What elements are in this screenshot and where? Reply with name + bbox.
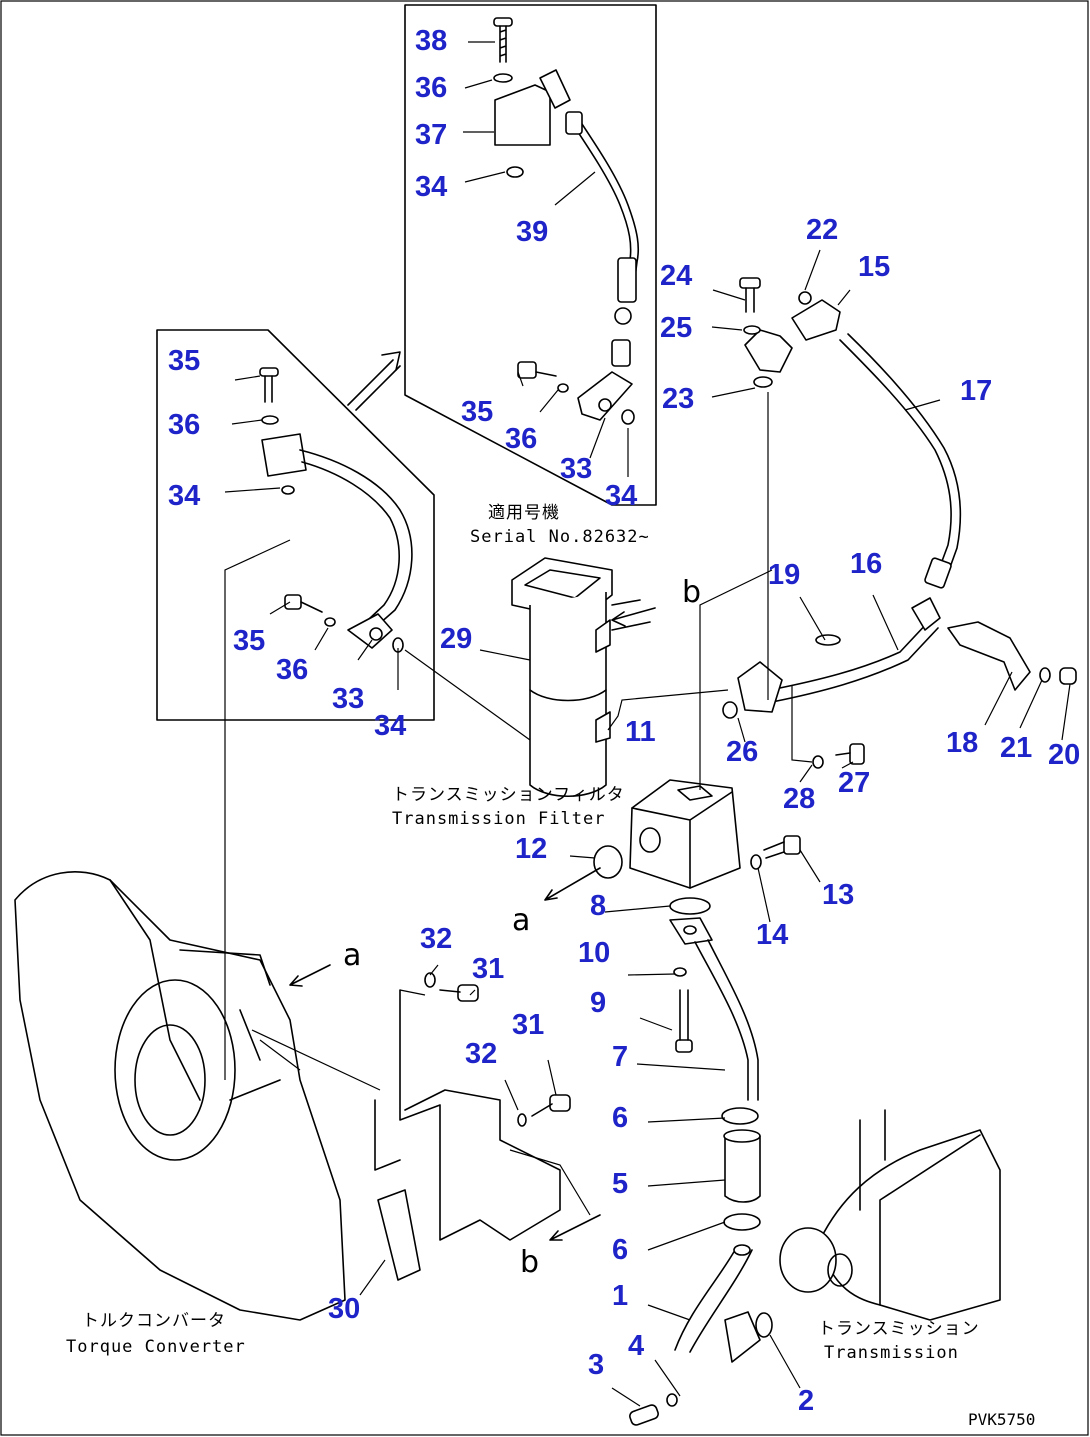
callout-14: 14 [756, 919, 788, 951]
callout-39: 39 [516, 216, 548, 248]
head-fasteners [593, 835, 801, 879]
detail-arrow-shaft [355, 365, 401, 411]
callout-34: 34 [168, 480, 200, 512]
callout-26: 26 [726, 736, 758, 768]
callout-24: 24 [660, 260, 692, 292]
callout-33: 33 [332, 683, 364, 715]
callout-6: 6 [612, 1234, 628, 1266]
upper-inset-parts [493, 17, 640, 425]
torque-caption-jp: トルクコンバータ [82, 1311, 226, 1331]
callout-3: 3 [588, 1349, 604, 1381]
left-inset-parts [259, 367, 413, 653]
detail-arrow [347, 351, 401, 406]
callout-19: 19 [768, 559, 800, 591]
callout-35: 35 [461, 396, 493, 428]
suction-pipe-parts [629, 897, 773, 1426]
drawing-code: PVK5750 [968, 1410, 1035, 1429]
callout-27: 27 [838, 767, 870, 799]
callout-35: 35 [168, 345, 200, 377]
callout-28: 28 [783, 783, 815, 815]
view-letter-a-mid: a [343, 938, 361, 973]
callout-2: 2 [798, 1385, 814, 1417]
callout-33: 33 [560, 453, 592, 485]
callout-numbers: 38 36 37 34 39 35 36 33 34 35 36 34 35 3… [168, 25, 1080, 1417]
view-letter-b-low: b [520, 1245, 539, 1280]
callout-18: 18 [946, 727, 978, 759]
callout-36: 36 [276, 654, 308, 686]
callout-13: 13 [822, 879, 854, 911]
callout-1: 1 [612, 1280, 628, 1312]
callout-5: 5 [612, 1168, 628, 1200]
callout-16: 16 [850, 548, 882, 580]
callout-6: 6 [612, 1102, 628, 1134]
transmission-housing [779, 1109, 1001, 1321]
callout-36: 36 [505, 423, 537, 455]
view-arrows [289, 607, 656, 1241]
callout-35: 35 [233, 625, 265, 657]
pipe-assembly [722, 291, 962, 719]
filter-caption-en: Transmission Filter [392, 809, 605, 829]
clamp-assembly [739, 277, 1077, 769]
callout-22: 22 [806, 214, 838, 246]
callout-34: 34 [374, 710, 406, 742]
callout-25: 25 [660, 312, 692, 344]
callout-36: 36 [168, 409, 200, 441]
view-letter-b-top: b [682, 575, 701, 610]
callout-31: 31 [512, 1009, 544, 1041]
mounting-bracket [374, 972, 571, 1281]
callout-38: 38 [415, 25, 447, 57]
callout-36: 36 [415, 72, 447, 104]
detail-box-upper [404, 4, 657, 506]
callout-9: 9 [590, 987, 606, 1019]
callout-37: 37 [415, 119, 447, 151]
callout-12: 12 [515, 833, 547, 865]
filter-head [629, 779, 741, 889]
callout-34: 34 [605, 480, 637, 512]
trans-caption-jp: トランスミッション [818, 1319, 980, 1339]
captions: 適用号機 Serial No.82632~ トランスミッションフィルタ Tran… [66, 503, 1035, 1429]
view-letter-a-top: a [512, 903, 530, 938]
filter-caption-jp: トランスミッションフィルタ [392, 785, 625, 805]
callout-29: 29 [440, 623, 472, 655]
callout-31: 31 [472, 953, 504, 985]
callout-30: 30 [328, 1293, 360, 1325]
leader-lines [224, 41, 1071, 1407]
callout-23: 23 [662, 383, 694, 415]
callout-11: 11 [625, 716, 656, 748]
callout-32: 32 [465, 1038, 497, 1070]
callout-8: 8 [590, 890, 606, 922]
callout-7: 7 [612, 1041, 628, 1073]
transmission-filter [511, 557, 651, 798]
callout-34: 34 [415, 171, 447, 203]
callout-21: 21 [1000, 732, 1032, 764]
callout-4: 4 [628, 1330, 644, 1362]
callout-20: 20 [1048, 739, 1080, 771]
callout-15: 15 [858, 251, 890, 283]
callout-32: 32 [420, 923, 452, 955]
serial-caption-jp: 適用号機 [488, 503, 560, 523]
callout-17: 17 [960, 375, 992, 407]
torque-caption-en: Torque Converter [66, 1337, 246, 1357]
serial-caption-en: Serial No.82632~ [470, 527, 650, 547]
torque-converter [14, 871, 346, 1321]
callout-10: 10 [578, 937, 610, 969]
detail-box-left [156, 329, 435, 721]
trans-caption-en: Transmission [824, 1343, 959, 1363]
